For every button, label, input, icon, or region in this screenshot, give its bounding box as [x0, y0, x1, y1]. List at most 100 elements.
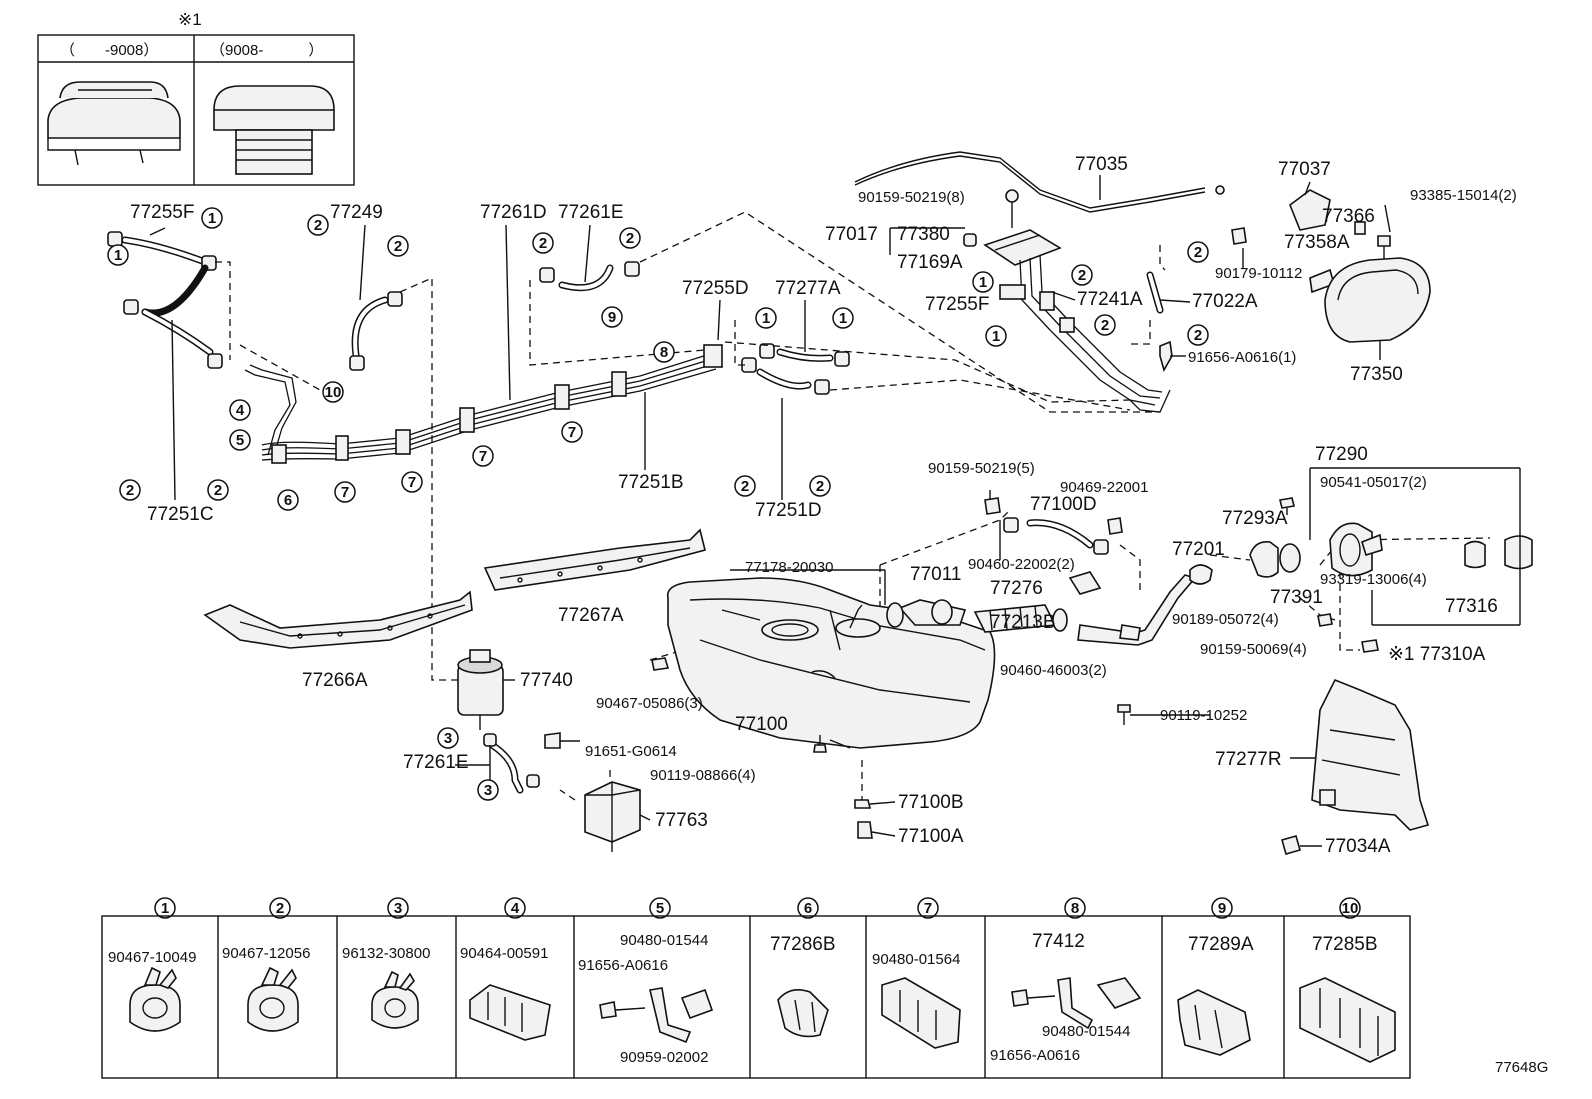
- label-77293A: 77293A: [1222, 508, 1288, 529]
- label-77350: 77350: [1350, 364, 1403, 385]
- label-77261E-upper: 77261E: [558, 202, 624, 223]
- label-77261D: 77261D: [480, 202, 547, 223]
- ref-circle-number: 2: [741, 478, 749, 495]
- label-90469-22001: 90469-22001: [1060, 479, 1148, 496]
- ref-circle-number: 7: [408, 474, 416, 491]
- ref-circle-1: 1: [985, 325, 1007, 347]
- ref-circle-number: 2: [816, 478, 824, 495]
- label-77100A: 77100A: [898, 826, 964, 847]
- ref-circle-number: 10: [1342, 900, 1359, 917]
- hose-77277A: [759, 343, 850, 367]
- clamp-reference-table: 90467-10049 90467-12056 96132-30800 9046…: [101, 915, 1411, 1079]
- label-77249: 77249: [330, 202, 383, 223]
- label-90189-05072: 90189-05072(4): [1172, 611, 1279, 628]
- ref-circle-number: 6: [804, 900, 812, 917]
- ref-circle-number: 6: [284, 492, 292, 509]
- ref-circle-2: 2: [619, 227, 641, 249]
- label-90541-05017: 90541-05017(2): [1320, 474, 1427, 491]
- label-77267A: 77267A: [558, 605, 624, 626]
- label-77380: 77380: [897, 224, 950, 245]
- label-77034A: 77034A: [1325, 836, 1391, 857]
- solid-leaders: [149, 175, 1521, 847]
- ref-circle-number: 1: [762, 310, 770, 327]
- clamp-drawing-8: [1011, 977, 1142, 1030]
- label-91651-G0614: 91651-G0614: [585, 743, 677, 760]
- ref-circle-8: 8: [1064, 897, 1086, 919]
- clamp-drawing-10: [1299, 977, 1396, 1063]
- ref-circle-number: 1: [979, 274, 987, 291]
- label-77276: 77276: [990, 578, 1043, 599]
- table-part-8a: 77412: [1032, 931, 1085, 952]
- label-90119-08866: 90119-08866(4): [650, 767, 756, 784]
- ref-circle-2: 2: [734, 475, 756, 497]
- label-90159-50219-8: 90159-50219(8): [858, 189, 965, 206]
- protector-77266A: [203, 590, 473, 649]
- ref-circle-1: 1: [107, 244, 129, 266]
- ref-circle-3: 3: [437, 727, 459, 749]
- ref-circle-number: 5: [236, 432, 244, 449]
- label-77358A: 77358A: [1284, 232, 1350, 253]
- clamp-drawing-4: [469, 984, 551, 1041]
- label-77037: 77037: [1278, 159, 1331, 180]
- ref-circle-number: 1: [161, 900, 169, 917]
- label-93319-13006: 93319-13006(4): [1320, 571, 1427, 588]
- label-77201: 77201: [1172, 539, 1225, 560]
- label-90159-50069: 90159-50069(4): [1200, 641, 1307, 658]
- ref-circle-4: 4: [229, 399, 251, 421]
- label-77178-20030: 77178-20030: [745, 559, 833, 576]
- ref-circle-4: 4: [504, 897, 526, 919]
- label-90159-50219-5: 90159-50219(5): [928, 460, 1035, 477]
- table-part-8b: 90480-01544: [1042, 1023, 1130, 1040]
- inset-note-mark: ※1: [178, 10, 202, 29]
- label-77740: 77740: [520, 670, 573, 691]
- ref-circle-2: 2: [1187, 324, 1209, 346]
- label-77316: 77316: [1445, 596, 1498, 617]
- ref-circle-1: 1: [972, 271, 994, 293]
- ref-circle-number: 7: [568, 424, 576, 441]
- ref-circle-number: 2: [1194, 244, 1202, 261]
- ref-circle-number: 2: [1078, 267, 1086, 284]
- hose-77261E-upper: [539, 261, 640, 292]
- ref-circle-2: 2: [207, 479, 229, 501]
- label-77266A: 77266A: [302, 670, 368, 691]
- ref-circle-number: 2: [539, 235, 547, 252]
- inset-col2-header: （9008- ）: [210, 42, 323, 59]
- fuel-sender-gauge-77169A: [963, 189, 1171, 413]
- table-part-5c: 90959-02002: [620, 1049, 708, 1066]
- label-91656-A0616-1: 91656-A0616(1): [1188, 349, 1296, 366]
- ref-circle-number: 2: [1194, 327, 1202, 344]
- ref-circle-1: 1: [755, 307, 777, 329]
- ref-circle-number: 9: [608, 309, 616, 326]
- label-77261E-lower: 77261E: [403, 752, 469, 773]
- ref-circle-8: 8: [653, 341, 675, 363]
- ref-circle-2: 2: [387, 235, 409, 257]
- ref-circle-number: 9: [1218, 900, 1226, 917]
- ref-circle-2: 2: [1071, 264, 1093, 286]
- part-labels: 77255F 77249 77261D 77261E 77035 77037 9…: [130, 154, 1548, 1076]
- ref-circle-number: 2: [394, 238, 402, 255]
- hose-77255F-left: [107, 231, 217, 271]
- table-part-9: 77289A: [1188, 934, 1254, 955]
- label-77277R: 77277R: [1215, 749, 1282, 770]
- ref-circle-number: 2: [1101, 317, 1109, 334]
- ref-circle-number: 8: [660, 344, 668, 361]
- leader-lines: [215, 211, 1491, 801]
- ref-circle-3: 3: [387, 897, 409, 919]
- clamp-drawing-7: [881, 977, 961, 1049]
- label-77100B: 77100B: [898, 792, 964, 813]
- ref-circle-7: 7: [472, 445, 494, 467]
- inset-frame: [37, 34, 355, 186]
- label-77255F-left: 77255F: [130, 202, 194, 223]
- ref-circle-number: 7: [924, 900, 932, 917]
- ref-circle-2: 2: [119, 479, 141, 501]
- label-77100: 77100: [735, 714, 788, 735]
- clamp-drawing-5: [599, 987, 714, 1044]
- label-77277A: 77277A: [775, 278, 841, 299]
- ref-circle-2: 2: [1187, 241, 1209, 263]
- ref-circle-number: 3: [394, 900, 402, 917]
- ref-circle-2: 2: [532, 232, 554, 254]
- ref-circle-10: 10: [1339, 897, 1361, 919]
- table-part-5b: 91656-A0616: [578, 957, 668, 974]
- ref-circle-number: 7: [341, 484, 349, 501]
